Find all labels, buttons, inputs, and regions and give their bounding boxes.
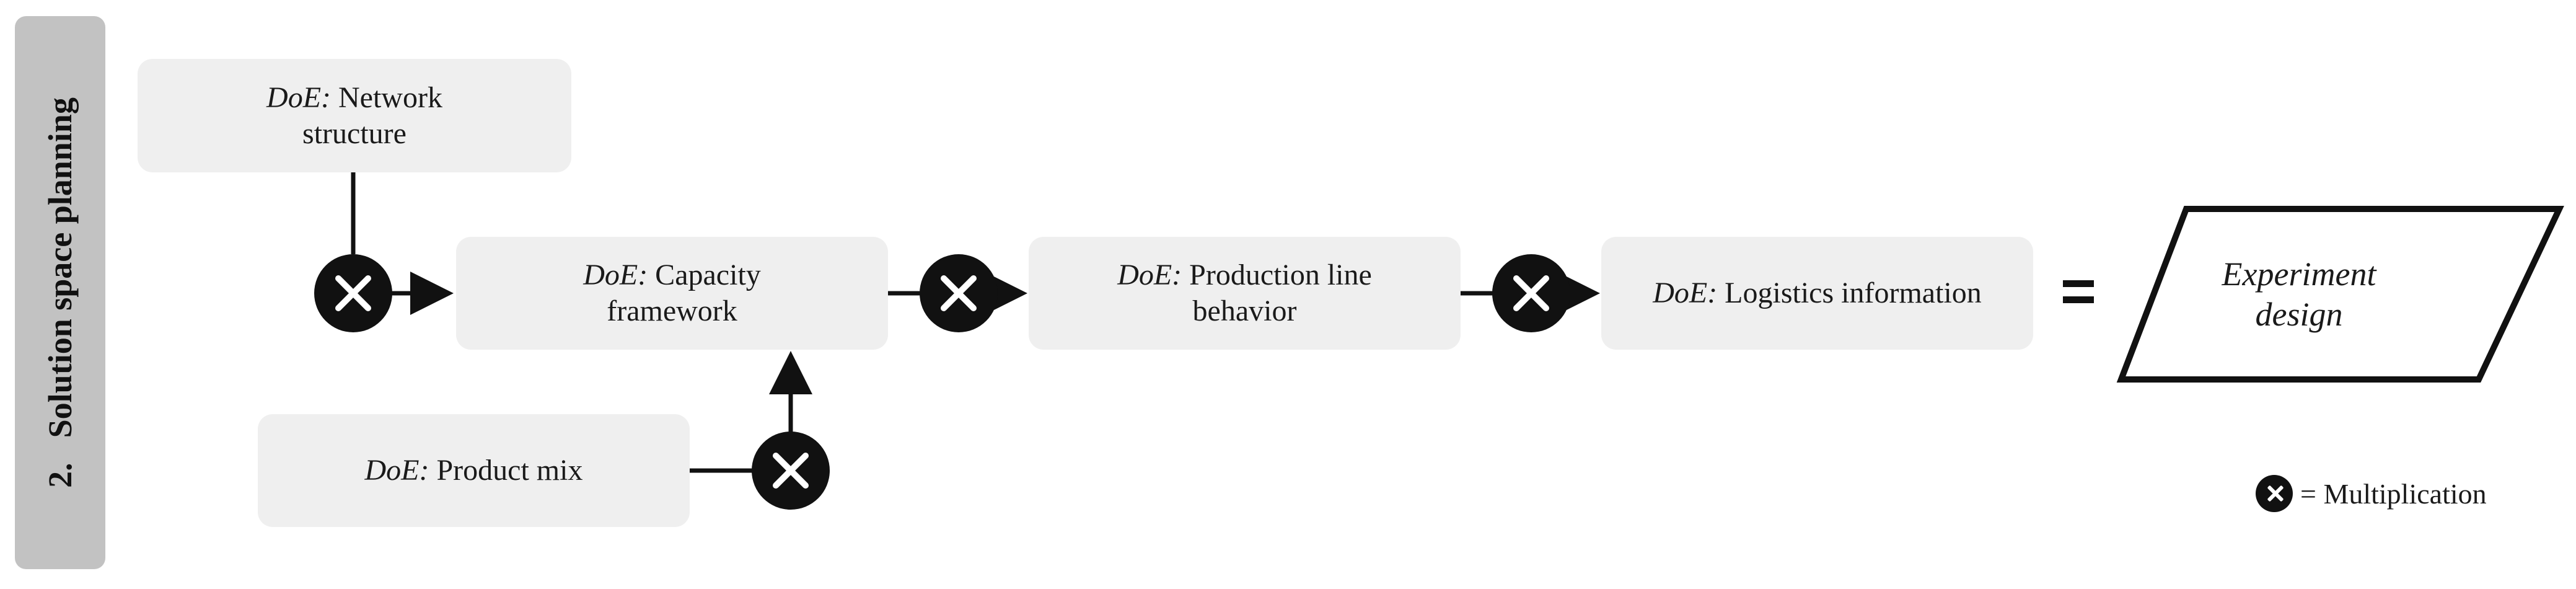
multiply-circle-icon bbox=[2256, 475, 2293, 512]
box-label: Product mix bbox=[436, 454, 583, 487]
multiply-node-2 bbox=[920, 254, 998, 332]
doe-production-line-behavior-box: DoE: Production line behavior bbox=[1029, 237, 1461, 350]
result-parallelogram bbox=[2116, 206, 2564, 383]
multiply-node-3 bbox=[1492, 254, 1570, 332]
legend-text: = Multiplication bbox=[2300, 477, 2487, 510]
legend: = Multiplication bbox=[2256, 475, 2487, 512]
box-label: Capacity framework bbox=[607, 259, 761, 327]
doe-prefix: DoE: bbox=[1117, 259, 1182, 292]
doe-capacity-framework-box: DoE: Capacity framework bbox=[456, 237, 888, 350]
result-line-1: Experiment bbox=[2222, 255, 2376, 293]
doe-prefix: DoE: bbox=[266, 81, 331, 114]
result-line-2: design bbox=[2255, 295, 2343, 333]
box-label: Production line behavior bbox=[1189, 259, 1372, 327]
multiply-node-1 bbox=[314, 254, 392, 332]
experiment-design-label: Experiment design bbox=[2206, 254, 2392, 335]
box-label: Network structure bbox=[302, 81, 442, 150]
doe-prefix: DoE: bbox=[583, 259, 648, 292]
box-label: Logistics information bbox=[1725, 277, 1982, 310]
doe-prefix: DoE: bbox=[364, 454, 429, 487]
multiply-node-4 bbox=[752, 432, 830, 510]
equals-symbol bbox=[2060, 273, 2098, 310]
doe-product-mix-box: DoE: Product mix bbox=[258, 414, 690, 527]
doe-prefix: DoE: bbox=[1653, 277, 1718, 310]
section-tab bbox=[15, 16, 105, 569]
doe-logistics-information-box: DoE: Logistics information bbox=[1601, 237, 2033, 350]
doe-network-structure-box: DoE: Network structure bbox=[138, 59, 571, 172]
